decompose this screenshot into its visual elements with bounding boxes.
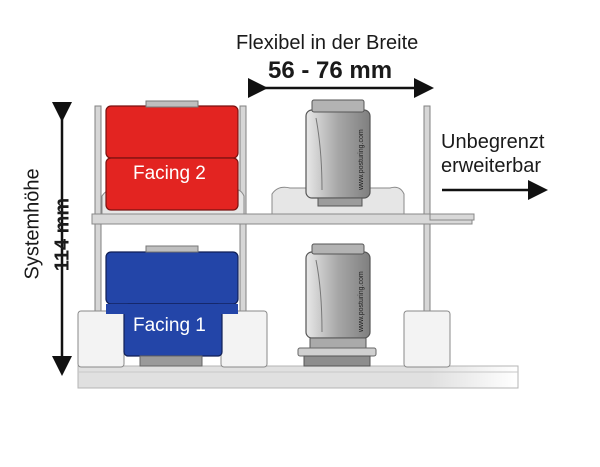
middle-shelf: [91, 213, 475, 225]
width-value: 56 - 76 mm: [268, 57, 393, 84]
brand-label-lower: www.posturing.com: [358, 271, 365, 333]
brand-label-upper: www.posturing.com: [358, 129, 365, 191]
product-upper: www.posturing.com: [305, 99, 371, 207]
product-lower: www.posturing.com: [297, 243, 377, 367]
height-value: 114 mm: [51, 197, 74, 272]
facing2-box: [105, 100, 239, 211]
facing1-label: Facing 1: [133, 315, 206, 336]
facing2-label: Facing 2: [133, 163, 206, 184]
facing1-box: [105, 245, 239, 367]
base-plate: [77, 365, 519, 389]
expand-caption-line2: erweiterbar: [441, 155, 542, 177]
expand-caption-line1: Unbegrenzt: [441, 131, 545, 153]
width-caption: Flexibel in der Breite: [236, 32, 419, 54]
height-caption: Systemhöhe: [21, 168, 44, 280]
